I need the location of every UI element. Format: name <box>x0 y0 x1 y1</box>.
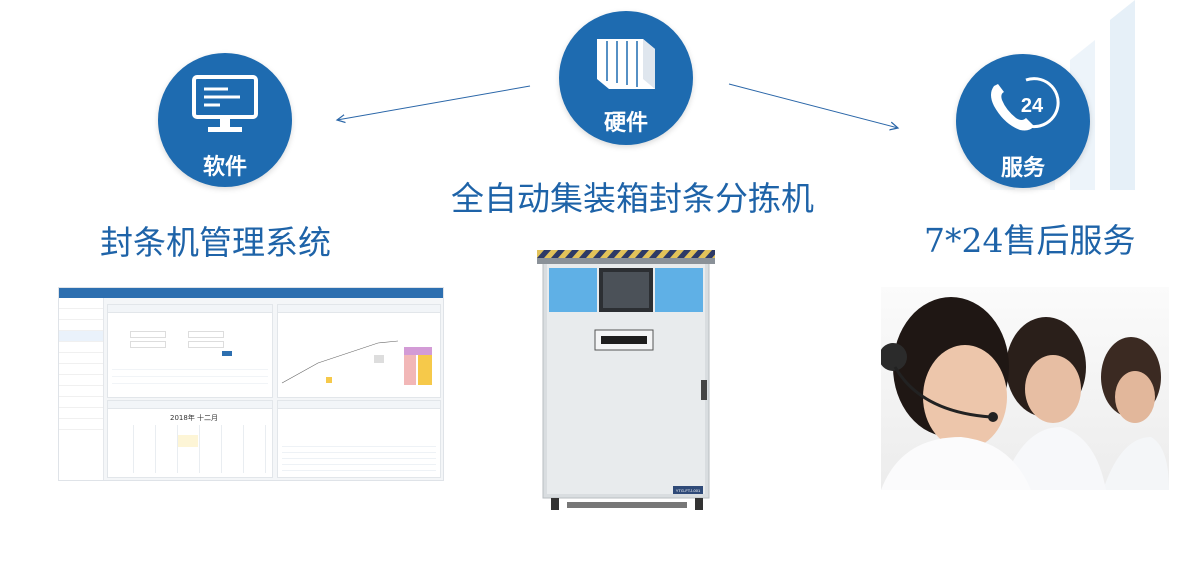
records-panel <box>277 400 441 478</box>
computer-monitor-icon <box>192 75 258 132</box>
service-circle: 24 服务 <box>956 54 1090 188</box>
map-panel <box>277 304 441 398</box>
hardware-label: 硬件 <box>603 111 648 136</box>
server-rack-icon <box>597 39 655 89</box>
service-title: 7*24售后服务 <box>924 221 1136 260</box>
phone-24-text: 24 <box>1021 95 1044 117</box>
app-header-bar <box>59 288 443 298</box>
hardware-circle: 硬件 <box>559 11 693 145</box>
hardware-title: 全自动集装箱封条分拣机 <box>451 179 814 218</box>
query-panel <box>107 304 273 398</box>
app-sidebar <box>59 298 104 480</box>
arrow-to-software <box>337 85 531 120</box>
calendar-panel: 2018年 十二月 <box>107 400 273 478</box>
machine-plate: YTG-FTJ-001 <box>676 488 701 493</box>
software-circle: 软件 <box>158 53 292 187</box>
service-label: 服务 <box>1000 156 1045 181</box>
sorting-machine: YTG-FTJ-001 <box>537 250 715 510</box>
software-screenshot: 2018年 十二月 <box>58 287 444 481</box>
service-agents-photo <box>881 287 1169 490</box>
phone-24-icon: 24 <box>991 77 1060 131</box>
software-title: 封条机管理系统 <box>100 223 331 262</box>
software-label: 软件 <box>202 155 247 180</box>
arrow-to-service <box>728 83 898 128</box>
calendar-title: 2018年 十二月 <box>170 414 219 422</box>
